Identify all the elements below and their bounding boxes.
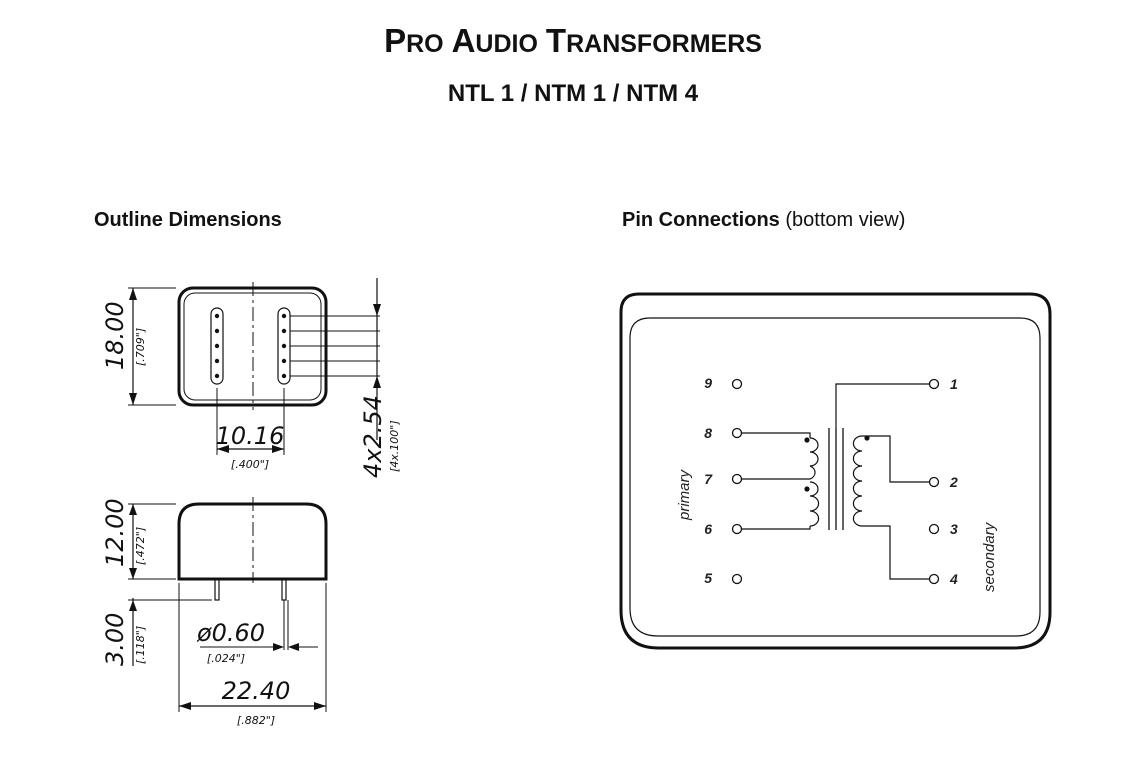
outline-heading: Outline Dimensions [94, 209, 282, 231]
width-mm-label: 22.40 [222, 677, 291, 705]
pin-label-8: 8 [704, 425, 712, 441]
pitch-in-label: [4x.100"] [388, 420, 401, 472]
wire-pin-4 [862, 525, 929, 580]
pin-label-3: 3 [950, 521, 958, 537]
pin-6 [731, 523, 743, 535]
page-subtitle: NTL 1 / NTM 1 / NTM 4 [448, 80, 699, 107]
wire-pin-2 [862, 435, 929, 483]
side-view-body [177, 502, 328, 581]
pitch-arrow [373, 376, 381, 388]
pin-dot [281, 373, 287, 379]
side-lead-left [214, 578, 220, 601]
pitch-arrow [373, 304, 381, 316]
pin-label-1: 1 [950, 376, 958, 392]
pin-dot [281, 313, 287, 319]
secondary-label: secondary [981, 521, 998, 592]
pin-label-2: 2 [949, 474, 958, 490]
body-height-mm-label: 12.00 [101, 498, 129, 567]
pin-spacing-mm-label: 10.16 [216, 422, 285, 450]
pin-dot [214, 358, 220, 364]
pin-label-5: 5 [704, 570, 712, 586]
height-mm-label: 18.00 [101, 301, 129, 370]
pin-2 [928, 476, 940, 488]
wire-pin-1 [835, 383, 929, 428]
lead-length-mm-label: 3.00 [101, 613, 129, 666]
primary-coil-lower [809, 481, 820, 527]
pin-label-6: 6 [704, 521, 712, 537]
secondary-coil [852, 435, 863, 527]
lead-length-in-label: [.118"] [134, 626, 147, 664]
secondary-phase-dot [864, 435, 870, 441]
bottom-view-outline-outer [619, 292, 1052, 650]
pin-dot [214, 373, 220, 379]
height-in-label: [.709"] [134, 328, 147, 366]
side-lead-right [281, 578, 287, 601]
wire-pin-8 [742, 432, 811, 438]
pin-4 [928, 573, 940, 585]
pin-label-4: 4 [949, 571, 958, 587]
pin-dot [281, 328, 287, 334]
pitch-mm-label: 4x2.54 [359, 395, 387, 478]
pin-1 [928, 378, 940, 390]
pin-dot [281, 343, 287, 349]
body-height-in-label: [.472"] [134, 527, 147, 565]
pin-spacing-in-label: [.400"] [231, 458, 269, 471]
outline-top-view: 4x2.54 [4x.100"] 18.00 [.709"] 10.16 [.4… [101, 278, 401, 478]
pin-8 [731, 427, 743, 439]
pin-diameter-in-label: [.024"] [207, 652, 245, 665]
pin-dot [214, 328, 220, 334]
pin-9 [731, 378, 743, 390]
pin-label-7: 7 [704, 471, 713, 487]
pin-dot [214, 343, 220, 349]
left-pin-row [210, 307, 224, 385]
pin-dot [214, 313, 220, 319]
pin-7 [731, 473, 743, 485]
bottom-view-outline-inner [629, 317, 1041, 637]
pin-dot [281, 358, 287, 364]
primary-coil-upper [809, 437, 819, 480]
width-in-label: [.882"] [237, 714, 275, 727]
pin-label-9: 9 [704, 375, 712, 391]
pin-5 [731, 573, 743, 585]
pin-3 [928, 523, 940, 535]
outline-side-view: 12.00 [.472"] 3.00 [.118"] ø0.60 [.024"]… [101, 497, 328, 727]
pin-connections-diagram: 9 8 7 6 5 1 2 3 4 [619, 292, 1052, 650]
primary-label: primary [676, 468, 693, 521]
primary-phase-dot-lower [804, 486, 810, 492]
primary-phase-dot-upper [804, 437, 810, 443]
pin-diameter-mm-label: ø0.60 [196, 619, 265, 647]
wire-pin-6 [742, 526, 811, 530]
pin-connections-heading: Pin Connections (bottom view) [622, 209, 905, 231]
